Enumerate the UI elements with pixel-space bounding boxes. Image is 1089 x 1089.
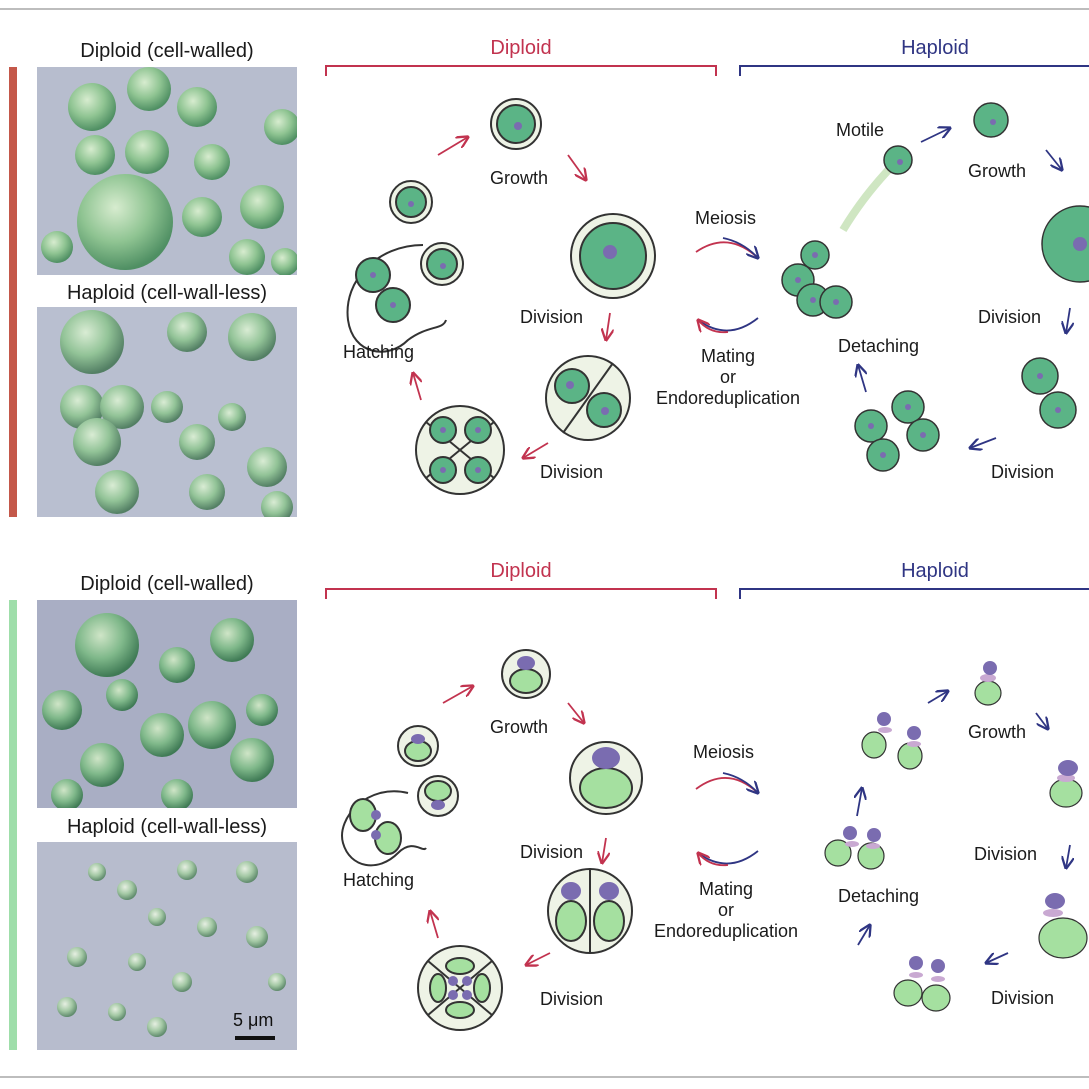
panel-bottom-haploid-micrograph: 5 μm [37, 842, 297, 1050]
panel-top-life-cycle-diagram: Diploid Haploid [318, 30, 1089, 510]
label-meiosis: Meiosis [695, 208, 756, 228]
haploid-motile-cell [839, 145, 913, 233]
label-mating-1: Mating [699, 879, 753, 899]
haploid-phase-label: Haploid [901, 560, 969, 582]
haploid-four-cell [854, 390, 940, 472]
label-meiosis: Meiosis [693, 742, 754, 762]
label-motile: Motile [836, 120, 884, 140]
scale-bar-label: 5 μm [233, 1010, 274, 1030]
diploid-four-cell [417, 945, 503, 1031]
haploid-growth-cell [974, 661, 1002, 706]
arrow-hatch-to-growth [437, 137, 468, 156]
label-division-diploid-1: Division [520, 307, 583, 327]
haploid-four-cell [893, 956, 951, 1012]
label-division-haploid-1: Division [974, 844, 1037, 864]
arrow-large-to-divide [606, 312, 610, 340]
diploid-phase-label: Diploid [490, 37, 551, 59]
label-mating-1: Mating [701, 346, 755, 366]
diploid-growth-cell [501, 649, 551, 699]
panel-top-haploid-micrograph [37, 307, 297, 517]
arrow-divide-to-four [523, 442, 549, 458]
diploid-large-cell [569, 741, 643, 815]
panel-bottom-diploid-micrograph [37, 600, 297, 808]
diploid-dividing-cell [547, 868, 633, 954]
label-detaching: Detaching [838, 336, 919, 356]
panel-top-haploid-micro-label: Haploid (cell-wall-less) [66, 282, 268, 304]
haploid-growth-cell [973, 102, 1009, 138]
label-division-diploid-2: Division [540, 462, 603, 482]
panel-top-color-bar [9, 67, 17, 517]
panel-bottom-life-cycle-diagram: Diploid Haploid [318, 553, 1089, 1033]
label-growth-haploid: Growth [968, 722, 1026, 742]
diploid-dividing-cell [545, 355, 631, 441]
haploid-detaching-cells [781, 240, 853, 319]
diploid-bracket [325, 588, 717, 599]
arrow-growth-to-large [567, 154, 586, 180]
scale-bar [235, 1036, 275, 1040]
arrow-four-to-detach [858, 365, 866, 393]
panel-bottom-color-bar [9, 600, 17, 1050]
arrow-large-to-divide-h [1066, 307, 1070, 333]
arrow-motile-to-growth [920, 128, 950, 143]
top-rule [0, 8, 1089, 10]
diploid-bracket [325, 65, 717, 76]
label-division-diploid-1: Division [520, 842, 583, 862]
haploid-pair-cells [861, 712, 923, 770]
bottom-rule [0, 1076, 1089, 1078]
label-mating-3: Endoreduplication [656, 388, 800, 408]
label-division-haploid-1: Division [978, 307, 1041, 327]
label-growth-diploid: Growth [490, 168, 548, 188]
label-growth-haploid: Growth [968, 161, 1026, 181]
haploid-detaching-cells [824, 826, 885, 870]
label-detaching: Detaching [838, 886, 919, 906]
haploid-bracket [739, 65, 1089, 76]
haploid-dividing-cell [1021, 357, 1077, 429]
label-mating-2: or [718, 900, 734, 920]
diploid-four-cell [415, 405, 505, 495]
label-hatching: Hatching [343, 342, 414, 362]
diploid-growth-cell [490, 98, 542, 150]
panel-bottom-haploid-micro-label: Haploid (cell-wall-less) [66, 816, 268, 838]
haploid-phase-label: Haploid [901, 37, 969, 59]
label-division-diploid-2: Division [540, 989, 603, 1009]
label-hatching: Hatching [343, 870, 414, 890]
arrow-divide-to-four-h [970, 437, 997, 448]
hatching-cells [346, 180, 464, 353]
label-division-haploid-2: Division [991, 462, 1054, 482]
hatching-cells [341, 725, 459, 867]
haploid-bracket [739, 588, 1089, 599]
panel-top-diploid-micro-label: Diploid (cell-walled) [80, 40, 254, 62]
haploid-dividing-cell [1038, 893, 1088, 959]
diploid-large-cell [570, 213, 656, 299]
label-mating-2: or [720, 367, 736, 387]
arrow-growth-to-large-h [1045, 149, 1062, 170]
arrow-four-to-hatch [413, 373, 421, 401]
label-growth-diploid: Growth [490, 717, 548, 737]
haploid-large-cell [1049, 760, 1083, 808]
label-mating-3: Endoreduplication [654, 921, 798, 941]
panel-top-diploid-micrograph [37, 67, 297, 275]
haploid-large-cell [1041, 205, 1089, 283]
label-division-haploid-2: Division [991, 988, 1054, 1008]
diploid-phase-label: Diploid [490, 560, 551, 582]
panel-bottom-diploid-micro-label: Diploid (cell-walled) [80, 573, 254, 595]
